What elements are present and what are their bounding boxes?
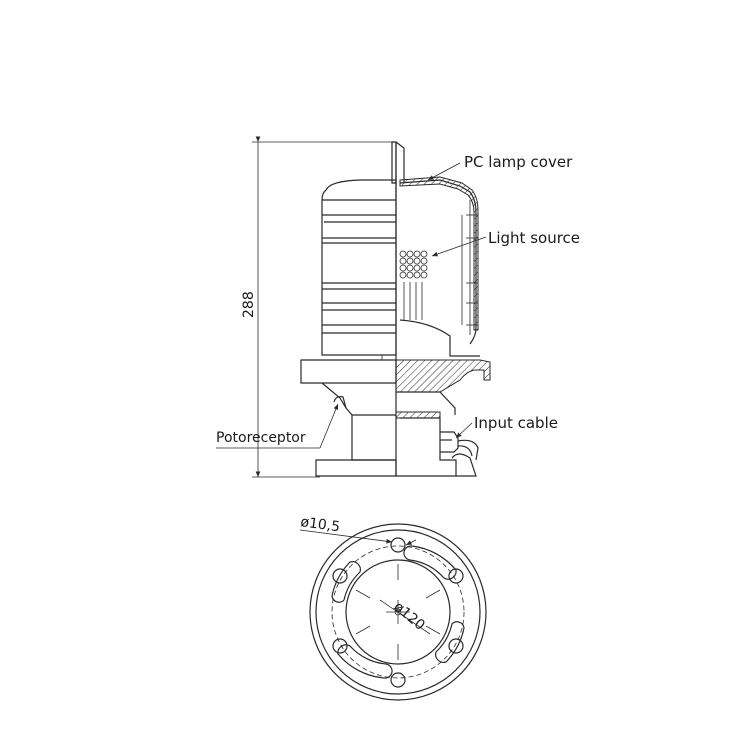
center-ring (345, 559, 451, 665)
pc-lamp-cover-label: PC lamp cover (464, 153, 573, 171)
input-cable-label: Input cable (474, 414, 558, 432)
mounting-slots (331, 545, 465, 679)
bolt-circle (331, 545, 465, 679)
inner-rim (315, 529, 481, 695)
photoreceptor-label: Potoreceptor (216, 430, 306, 446)
outer-rim (309, 523, 487, 701)
hole-diameter-label: ø10,5 (299, 514, 341, 535)
height-dimension (252, 136, 395, 478)
bolt-holes (332, 537, 464, 688)
led-array (399, 250, 428, 279)
height-dimension-label: 288 (241, 291, 257, 318)
light-source-label: Light source (488, 229, 580, 247)
lamp-exterior (300, 179, 397, 477)
lamp-section (395, 142, 491, 477)
leader-lines (216, 162, 487, 449)
side-view: PC lamp cover Light source Input cable P… (216, 136, 580, 478)
bottom-view: ø10,5 ø120 (299, 514, 487, 701)
